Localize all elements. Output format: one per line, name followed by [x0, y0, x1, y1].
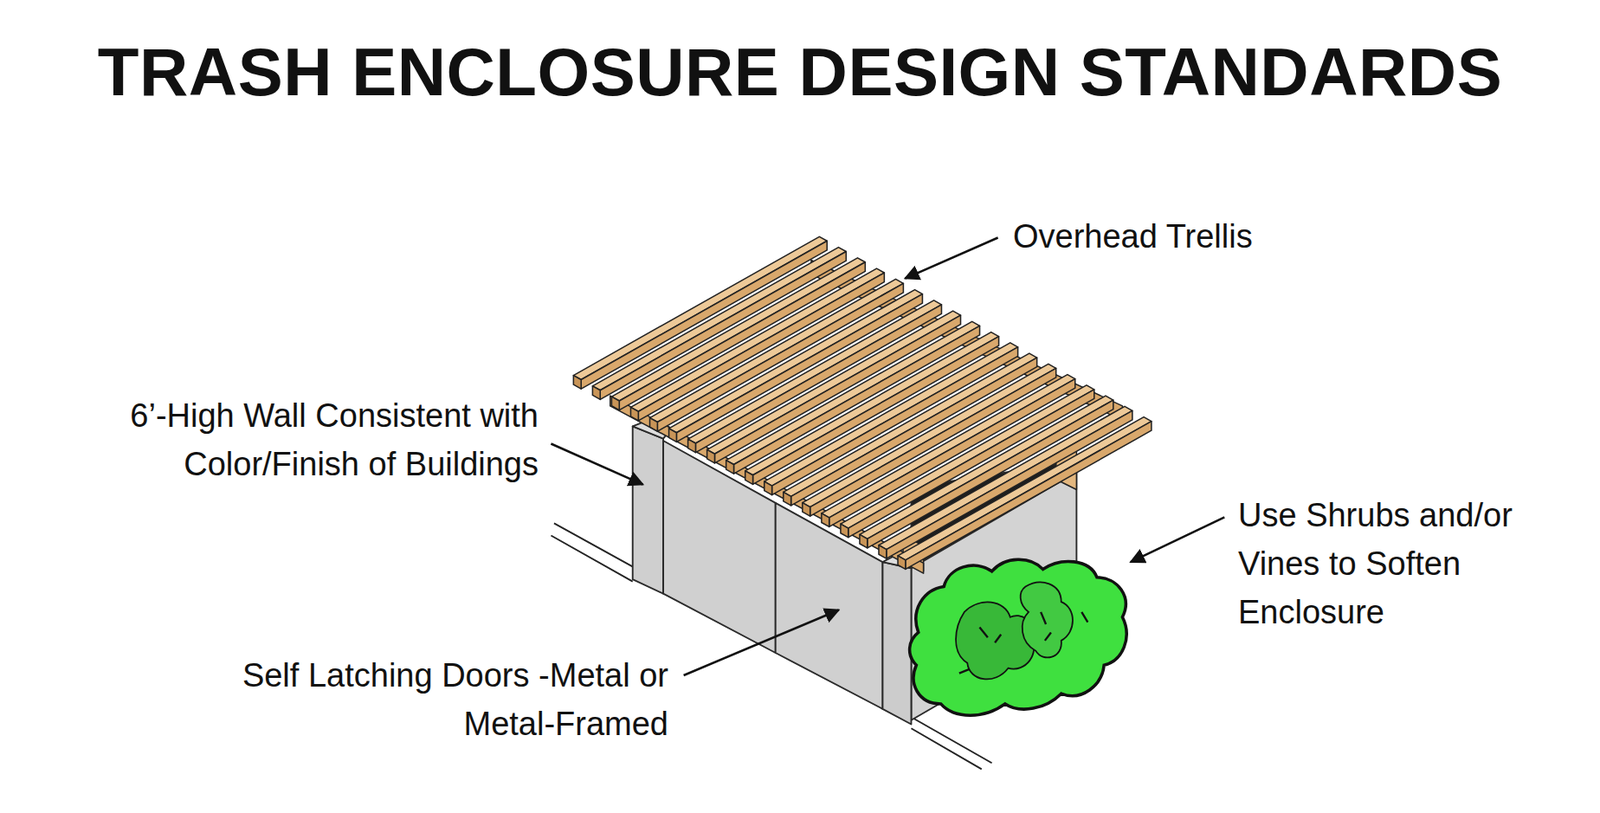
trellis-slat: [897, 417, 1152, 570]
leader-line: [904, 238, 998, 279]
leader-lines: [550, 238, 1225, 676]
diagram-title: TRASH ENCLOSURE DESIGN STANDARDS: [0, 32, 1600, 112]
left-pillar: [632, 425, 664, 594]
leader-line: [683, 610, 839, 676]
callout-label: Self Latching Doors -Metal or Metal-Fram…: [213, 651, 669, 749]
callout-label: 6’-High Wall Consistent with Color/Finis…: [19, 391, 539, 489]
overhead-trellis: [573, 236, 1152, 574]
shrub: [909, 559, 1127, 716]
leader-line: [550, 444, 643, 485]
callout-label: Overhead Trellis: [1012, 212, 1464, 261]
trellis-slat: [878, 406, 1133, 559]
callout-label: Use Shrubs and/or Vines to Soften Enclos…: [1238, 490, 1592, 637]
right-pillar: [882, 561, 911, 724]
leader-line: [1130, 516, 1225, 562]
